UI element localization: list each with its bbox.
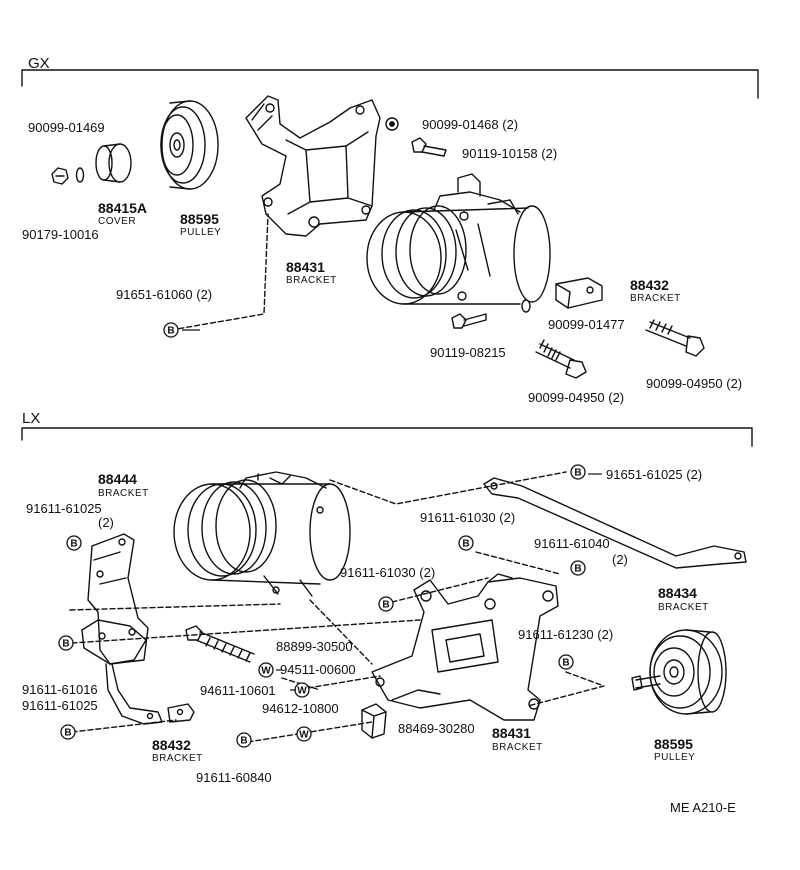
part-90099-01468: 90099-01468 (2) <box>422 117 519 132</box>
part-91651-61060: 91651-61060 (2) <box>116 287 213 302</box>
gx-bracket2-drawing <box>555 277 603 309</box>
part-90099-04950-b: 90099-04950 (2) <box>646 376 743 391</box>
gx-washer-01468-drawing <box>385 117 399 131</box>
part-91611-61030-b: 91611-61030 (2) <box>340 565 436 580</box>
part-91611-61016: 91611-61016 <box>22 682 98 697</box>
part-91611-60840: 91611-60840 <box>196 770 272 785</box>
section-lx: LX <box>22 410 41 427</box>
gx-bolt-leader <box>170 213 269 331</box>
part-94611-10601: 94611-10601 <box>200 683 276 698</box>
lx-bracket44-drawing <box>81 533 163 725</box>
lx-pulley-part-number: 88595 <box>654 736 693 752</box>
pulley-part-name: PULLEY <box>180 227 222 238</box>
gx-cover-drawing <box>95 143 132 183</box>
bracket2-part-name: BRACKET <box>630 293 681 304</box>
bracket34-part-name: BRACKET <box>658 602 709 613</box>
part-94511-00600: 94511-00600 <box>280 662 356 677</box>
lx-pulley-drawing <box>631 629 727 715</box>
bracket31-part-number: 88431 <box>492 725 531 741</box>
gx-bolt-10158-drawing <box>411 137 447 157</box>
part-90099-04950-a: 90099-04950 (2) <box>528 390 625 405</box>
gx-nut-drawing <box>51 167 69 185</box>
part-91611-61030-a: 91611-61030 (2) <box>420 510 516 525</box>
gx-washer-01477-drawing <box>521 299 531 313</box>
bracket32-part-number: 88432 <box>152 737 191 753</box>
bracket2-part-number: 88432 <box>630 277 669 293</box>
lx-bracket32-drawing <box>167 703 195 723</box>
part-91611-61025-a-qty: (2) <box>98 515 114 530</box>
part-90099-01469: 90099-01469 <box>28 120 105 135</box>
bracket31-part-name: BRACKET <box>492 742 543 753</box>
lx-longbolt-drawing <box>185 625 255 663</box>
part-91611-61040: 91611-61040 <box>534 536 610 551</box>
lx-bracket31-drawing <box>371 573 559 721</box>
gx-washer-drawing <box>75 167 85 183</box>
lx-section-frame <box>21 427 753 447</box>
lx-compressor-drawing <box>173 471 351 597</box>
part-91651-61025: 91651-61025 (2) <box>606 467 703 482</box>
part-88899-30500: 88899-30500 <box>276 639 353 654</box>
part-88469-30280: 88469-30280 <box>398 721 475 736</box>
bracket-part-name: BRACKET <box>286 275 337 286</box>
gx-section-frame <box>21 69 759 99</box>
part-94612-10800: 94612-10800 <box>262 701 339 716</box>
bracket44-part-number: 88444 <box>98 471 137 487</box>
bracket-part-number: 88431 <box>286 259 325 275</box>
lx-pulley-part-name: PULLEY <box>654 752 696 763</box>
figure-reference: ME A210-E <box>670 800 736 815</box>
gx-bolt-04950b-drawing <box>645 319 705 357</box>
cover-part-number: 88415A <box>98 200 148 216</box>
gx-bolt-04950a-drawing <box>535 339 587 379</box>
gx-compressor-drawing <box>366 173 551 305</box>
lx-spacer-drawing <box>361 703 387 739</box>
part-91611-61230: 91611-61230 (2) <box>518 627 614 642</box>
bracket34-part-number: 88434 <box>658 585 697 601</box>
cover-part-name: COVER <box>98 216 137 227</box>
part-91611-61025-b: 91611-61025 <box>22 698 98 713</box>
gx-pulley-drawing <box>160 100 219 190</box>
pulley-part-number: 88595 <box>180 211 219 227</box>
part-91611-61025-a: 91611-61025 <box>26 501 102 516</box>
part-90179-10016: 90179-10016 <box>22 227 99 242</box>
lx-bracket34-drawing <box>483 477 747 569</box>
part-90119-08215: 90119-08215 <box>430 345 506 360</box>
bracket32-part-name: BRACKET <box>152 753 203 764</box>
bracket44-part-name: BRACKET <box>98 488 149 499</box>
lx-leader-lines <box>69 471 605 743</box>
part-91611-61040-qty: (2) <box>612 552 628 567</box>
gx-bracket-drawing <box>245 95 381 237</box>
part-90099-01477: 90099-01477 <box>548 317 625 332</box>
section-gx: GX <box>28 55 50 72</box>
gx-bolt-08215-drawing <box>451 313 487 329</box>
part-90119-10158: 90119-10158 (2) <box>462 146 558 161</box>
